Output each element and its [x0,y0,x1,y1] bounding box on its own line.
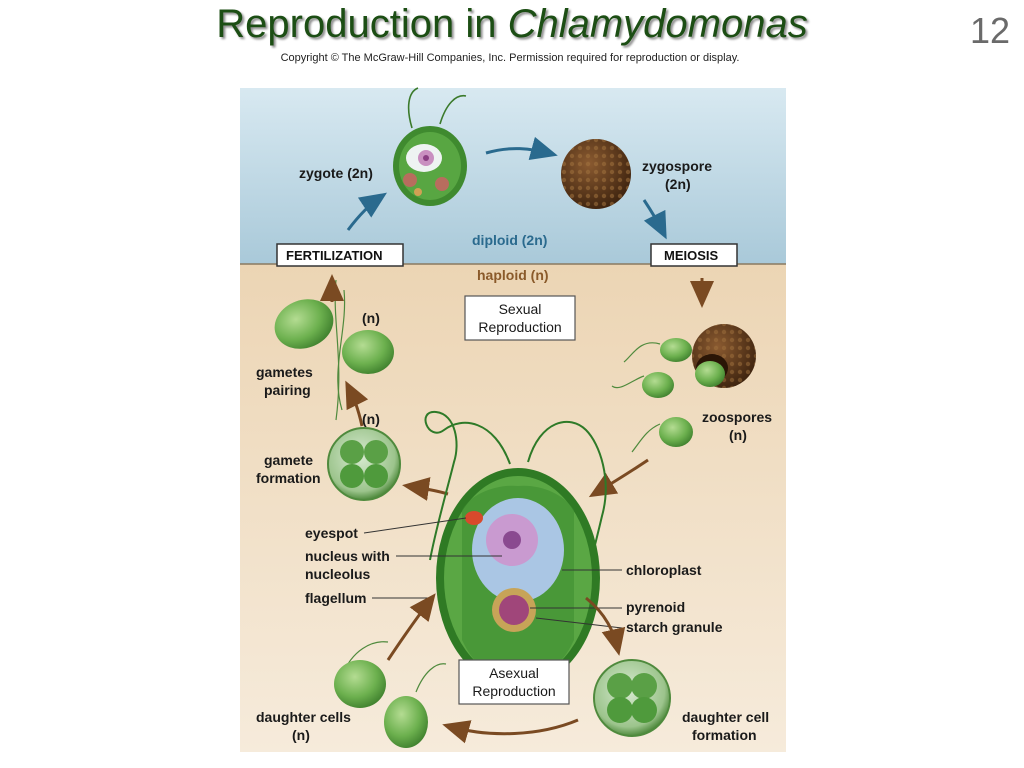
meiosis-label: MEIOSIS [664,248,719,263]
zoospores-label-line1: zoospores [702,409,772,425]
chlamydomonas-life-cycle-diagram: zygote (2n) zygospore (2n) diploid (2n) … [240,87,786,752]
zoospores-label-line2: (n) [729,427,747,443]
zygospore-label-line2: (2n) [665,176,691,192]
arrow-gamete-formation-to-pairing [345,380,369,427]
chlamydomonas-cell [424,410,607,688]
arrow-daughter-formation-to-cells [442,718,579,744]
nucleus-label-line1: nucleus with [305,548,390,564]
gamete-formation-label-line2: formation [256,470,321,486]
eyespot-label: eyespot [305,525,358,541]
arrow-zygote-to-zygospore [485,136,558,161]
chloroplast-label: chloroplast [626,562,702,578]
gametes-pairing-illustration [274,279,394,421]
diploid-label: diploid (2n) [472,232,547,248]
nucleus-label-line2: nucleolus [305,566,371,582]
daughter-cells-label-line1: daughter cells [256,709,351,725]
asexual-label-line2: Reproduction [472,683,555,699]
daughter-cell-formation-label-line2: formation [692,727,757,743]
daughter-cell-formation-cyst [593,659,671,737]
title-italic: Chlamydomonas [507,2,808,46]
gamete-n-label-2: (n) [362,411,380,427]
starch-granule-label: starch granule [626,619,723,635]
fertilization-box [276,243,404,267]
starch-granule-leader [535,617,623,629]
sexual-label-line1: Sexual [499,301,542,317]
eyespot-leader [363,517,467,534]
gametes-pairing-label-line1: gametes [256,364,313,380]
arrow-cell-to-daughter-formation [585,596,626,656]
gamete-formation-label-line1: gamete [264,452,313,468]
gametes-pairing-label-line2: pairing [264,382,311,398]
diploid-zone [240,88,786,264]
zoospores-illustration [611,324,756,453]
daughter-cells-illustration [334,641,447,748]
slide-title: Reproduction in Chlamydomonas [0,0,1024,48]
zygote-cell [393,87,467,206]
zygote-label: zygote (2n) [299,165,373,181]
page-number: 12 [969,10,1010,51]
zygospore-label-line1: zygospore [642,158,712,174]
daughter-cell-formation-label-line1: daughter cell [682,709,769,725]
arrow-fertilization-to-zygote [346,192,387,231]
gamete-formation-cyst [327,427,401,501]
flagellum-label: flagellum [305,590,366,606]
sexual-reproduction-box [464,295,576,341]
haploid-label: haploid (n) [477,267,549,283]
pyrenoid-label: pyrenoid [626,599,685,615]
asexual-label-line1: Asexual [489,665,539,681]
title-main: Reproduction in [216,2,508,46]
arrow-zygospore-to-meiosis [642,199,667,240]
gamete-n-label-1: (n) [362,310,380,326]
copyright-notice: Copyright © The McGraw-Hill Companies, I… [280,52,740,64]
arrow-daughter-cells-to-cell [386,593,436,661]
meiosis-box [650,243,738,267]
daughter-cells-label-line2: (n) [292,727,310,743]
asexual-reproduction-box [458,659,570,705]
zygospore [561,139,631,209]
arrow-zoospores-to-cell [588,458,649,498]
arrow-cell-to-gamete-formation [402,477,449,501]
fertilization-label: FERTILIZATION [286,248,383,263]
sexual-label-line2: Reproduction [478,319,561,335]
